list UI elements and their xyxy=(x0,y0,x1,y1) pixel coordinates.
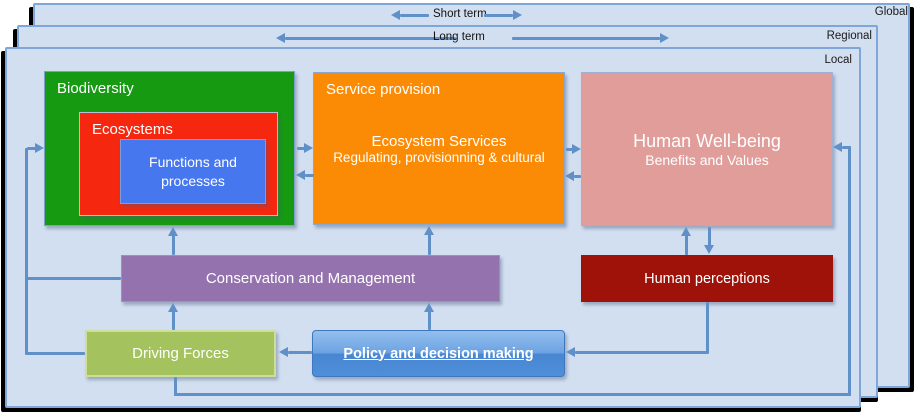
box-conservation-management: Conservation and Management xyxy=(121,255,500,302)
connector-policy-to-conservation xyxy=(428,311,431,330)
connector-service-to-wellbeing xyxy=(566,148,573,151)
perceptions-to-policy-arrow-icon xyxy=(566,347,575,357)
panel-label-regional: Regional xyxy=(826,30,872,42)
long-term-right-arrow-icon xyxy=(660,33,669,43)
connector-conservation-to-biodiversity xyxy=(172,235,175,255)
short-term-label: Short term xyxy=(433,8,487,20)
short-term-right-line xyxy=(484,14,513,17)
connector-bottom-loop xyxy=(174,393,851,396)
wellbeing-to-service-arrow-icon xyxy=(565,171,574,181)
service-to-biodiversity-arrow-icon xyxy=(296,170,305,180)
policy-to-conservation-arrow-icon xyxy=(424,303,434,312)
short-term-left-arrow-icon xyxy=(391,10,400,20)
connector-left-loop-to-driving xyxy=(27,352,85,355)
driving-to-conservation-arrow-icon xyxy=(168,303,178,312)
short-term-right-arrow-icon xyxy=(513,10,522,20)
connector-service-to-biodiversity xyxy=(305,174,314,177)
ecosystem-services-label: Ecosystem Services xyxy=(371,132,507,150)
connector-conservation-to-left-loop xyxy=(27,277,121,280)
box-service-provision: Service provision Ecosystem Services Reg… xyxy=(313,72,565,225)
long-term-left-arrow-icon xyxy=(276,33,285,43)
biodiversity-title: Biodiversity xyxy=(57,80,134,97)
connector-left-loop-to-biodiversity xyxy=(27,147,36,150)
biodiversity-to-service-arrow-icon xyxy=(304,143,313,153)
ecosystems-title: Ecosystems xyxy=(92,121,173,138)
policy-to-driving-arrow-icon xyxy=(279,347,288,357)
connector-driving-to-conservation xyxy=(172,311,175,330)
human-perceptions-label: Human perceptions xyxy=(644,270,770,287)
connector-right-loop-vertical xyxy=(848,146,851,396)
box-driving-forces: Driving Forces xyxy=(85,330,276,377)
connector-wellbeing-to-service xyxy=(574,175,581,178)
left-loop-to-biodiversity-arrow-icon xyxy=(35,143,44,153)
connector-policy-to-driving xyxy=(288,351,312,354)
connector-perceptions-to-policy xyxy=(575,351,709,354)
connector-wellbeing-to-perceptions xyxy=(708,227,711,246)
connector-biodiversity-to-service xyxy=(297,147,305,150)
conservation-label: Conservation and Management xyxy=(205,270,416,287)
box-functions-and-processes: Functions and processes xyxy=(120,139,266,204)
panel-label-local: Local xyxy=(824,54,853,66)
human-wellbeing-subtitle: Benefits and Values xyxy=(645,151,769,168)
long-term-label: Long term xyxy=(433,31,485,43)
functions-label: Functions and processes xyxy=(149,154,237,189)
conservation-to-biodiversity-arrow-icon xyxy=(168,227,178,236)
connector-driving-down xyxy=(174,377,177,396)
box-policy-decision-making: Policy and decision making xyxy=(312,330,565,377)
connector-loop-to-wellbeing xyxy=(842,146,851,149)
short-term-left-line xyxy=(400,14,429,17)
wellbeing-to-perceptions-arrow-icon xyxy=(704,245,714,254)
long-term-left-line xyxy=(285,37,456,40)
connector-perceptions-to-wellbeing xyxy=(685,235,688,255)
box-human-wellbeing: Human Well-being Benefits and Values xyxy=(581,72,833,226)
perceptions-to-wellbeing-arrow-icon xyxy=(681,227,691,236)
driving-forces-label: Driving Forces xyxy=(132,345,229,362)
long-term-right-line xyxy=(512,37,660,40)
connector-left-loop-vertical xyxy=(25,148,28,355)
human-wellbeing-title: Human Well-being xyxy=(633,130,781,151)
service-provision-title: Service provision xyxy=(326,81,441,98)
connector-perceptions-down xyxy=(706,302,709,353)
service-to-wellbeing-arrow-icon xyxy=(572,144,581,154)
panel-label-global: Global xyxy=(874,6,908,18)
conservation-to-service-arrow-icon xyxy=(424,226,434,235)
connector-conservation-to-service xyxy=(428,234,431,255)
box-human-perceptions: Human perceptions xyxy=(581,255,833,302)
policy-label: Policy and decision making xyxy=(343,345,534,362)
loop-to-wellbeing-arrow-icon xyxy=(833,142,842,152)
ecosystem-services-sublabel: Regulating, provisionning & cultural xyxy=(333,149,545,165)
